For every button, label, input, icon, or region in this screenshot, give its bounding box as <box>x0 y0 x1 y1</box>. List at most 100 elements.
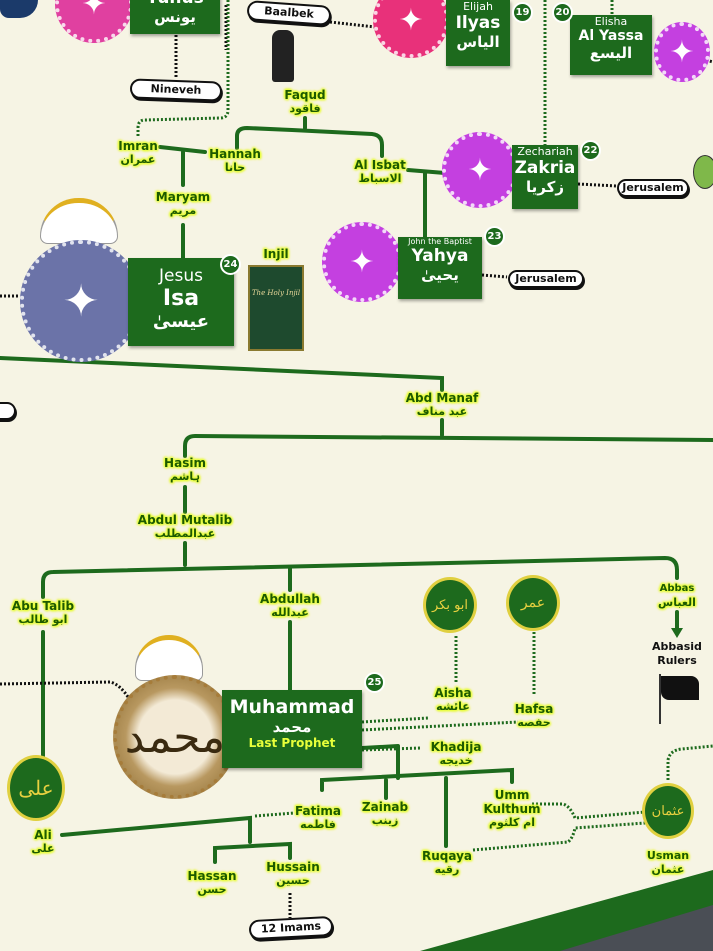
isa-number-badge: 24 <box>220 254 241 275</box>
muhammad-children <box>320 744 514 848</box>
abutalib-en: Abu Talib <box>11 599 75 613</box>
abdulmutalib-ar: عبدالمطلب <box>154 527 216 540</box>
abbas-ar: العباس <box>658 596 696 609</box>
imran-ar: عمران <box>120 153 156 166</box>
place-partial[interactable] <box>0 402 16 420</box>
fatima-ar: فاطمه <box>300 818 336 831</box>
hafsa-ar: حفصه <box>517 716 551 729</box>
place-nineveh[interactable]: Nineveh <box>129 78 223 102</box>
alisbat-ar: الاسباط <box>358 172 402 185</box>
hannah-en: Hannah <box>209 147 261 161</box>
faqud-en: Faqud <box>284 88 326 102</box>
imran-en: Imran <box>118 139 158 153</box>
whale-icon <box>0 0 38 18</box>
ruqaya-ar: رقيه <box>434 863 460 876</box>
yahya-en-small: John the Baptist <box>408 237 472 246</box>
zainab-en: Zainab <box>361 800 409 814</box>
abdullah-en: Abdullah <box>260 592 320 606</box>
book-label-injil: Injil <box>263 247 289 261</box>
abbas-arrow-head <box>671 628 683 638</box>
isa-calligraphy-icon: ✦ <box>62 275 100 327</box>
abdmanaf-en: Abd Manaf <box>405 391 479 405</box>
maryam-ar: مريم <box>169 204 197 217</box>
muhammad-ar: محمد <box>272 718 312 736</box>
umar-calligraphy: عمر <box>520 595 546 611</box>
ilyas-en: Ilyas <box>455 13 501 33</box>
ali-fatima-children <box>60 815 292 864</box>
muhammad-number-badge: 25 <box>364 672 385 693</box>
alyassa-medallion: ✦ <box>654 22 710 82</box>
ilyas-medallion: ✦ <box>373 0 449 58</box>
hussain-en: Hussain <box>266 860 320 874</box>
ali-ar: على <box>31 842 55 855</box>
yahya-calligraphy-icon: ✦ <box>349 244 375 280</box>
alisbat-en: Al Isbat <box>354 158 406 172</box>
khadija-ar: خديجه <box>439 754 473 767</box>
ilyas-name-box: Elijah Ilyas الياس <box>446 0 510 66</box>
alyassa-en-small: Elisha <box>594 15 628 28</box>
ali-calligraphy: على <box>18 776 54 800</box>
place-jerusalem-zakria[interactable]: Jerusalem <box>617 179 689 197</box>
yahya-medallion: ✦ <box>322 222 402 302</box>
ilyas-en-small: Elijah <box>463 0 493 13</box>
yahya-en: Yahya <box>411 246 469 266</box>
abubakr-medallion: ابو بكر <box>423 577 477 633</box>
abdullah-ar: عبدالله <box>271 606 309 619</box>
turban-crown-icon <box>135 635 203 681</box>
zakria-en: Zakria <box>514 158 576 178</box>
yunus-name-box: Yunus يونس <box>130 0 220 34</box>
ummkulthum-en: Umm Kulthum <box>483 788 541 816</box>
hassan-en: Hassan <box>187 869 237 883</box>
abd-manaf-line <box>0 356 444 392</box>
usman-calligraphy: عثمان <box>651 803 685 819</box>
black-flag-icon <box>659 674 661 724</box>
zainab-ar: زينب <box>371 814 399 827</box>
zakria-en-small: Zechariah <box>517 145 573 158</box>
maryam-en: Maryam <box>155 190 211 204</box>
fatima-en: Fatima <box>294 804 342 818</box>
zakria-ar: زكريا <box>526 178 564 196</box>
ruqaya-en: Ruqaya <box>421 849 473 863</box>
injil-book-icon[interactable]: The Holy Injil <box>248 265 304 351</box>
yunus-ar: يونس <box>154 8 196 26</box>
zakria-calligraphy-icon: ✦ <box>467 152 493 188</box>
place-jerusalem-yahya[interactable]: Jerusalem <box>508 270 584 288</box>
usman-en: Usman <box>646 849 690 862</box>
ilyas-calligraphy-icon: ✦ <box>398 2 424 38</box>
faqud-ar: فاقود <box>289 102 321 115</box>
isa-medallion: ✦ <box>20 240 142 362</box>
ilyas-ar: الياس <box>456 33 500 51</box>
alyassa-name-box: Elisha Al Yassa اليسع <box>570 15 652 75</box>
muhammad-subtitle: Last Prophet <box>248 736 336 750</box>
yunus-en: Yunus <box>130 0 220 8</box>
zakria-number-badge: 22 <box>580 140 601 161</box>
ilyas-number-badge: 19 <box>512 2 533 23</box>
muhammad-calligraphy: محمد <box>124 711 226 763</box>
zakria-name-box: Zechariah Zakria زكريا <box>512 145 578 209</box>
hannah-ar: حانا <box>224 161 246 174</box>
yunus-imran-dots <box>136 0 230 136</box>
ali-en: Ali <box>34 828 52 842</box>
hussain-ar: حسين <box>276 874 310 887</box>
hafsa-en: Hafsa <box>514 702 554 716</box>
yahya-number-badge: 23 <box>484 226 505 247</box>
abdulmutalib-en: Abdul Mutalib <box>137 513 233 527</box>
usman-medallion: عثمان <box>642 783 694 839</box>
abutalib-ar: ابو طالب <box>18 613 68 626</box>
faqud-branch <box>235 116 384 158</box>
